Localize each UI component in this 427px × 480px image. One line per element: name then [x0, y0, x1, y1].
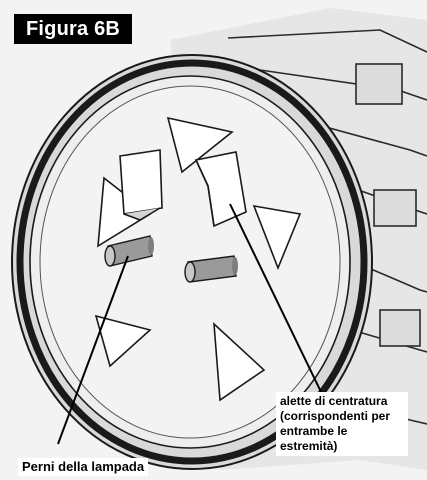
leader-line-tabs [229, 203, 323, 395]
leader-line-pins [57, 255, 129, 445]
lamp-pins-label: Perni della lampada [18, 458, 149, 476]
figure-title: Figura 6B [14, 14, 133, 44]
centering-tabs [119, 149, 247, 228]
lamp-pins [104, 235, 238, 283]
centering-tab-left [119, 149, 163, 215]
cap-openings [94, 116, 302, 402]
centering-tabs-label: alette di centratura (corrispondenti per… [276, 392, 408, 456]
leader-lines [57, 203, 323, 445]
